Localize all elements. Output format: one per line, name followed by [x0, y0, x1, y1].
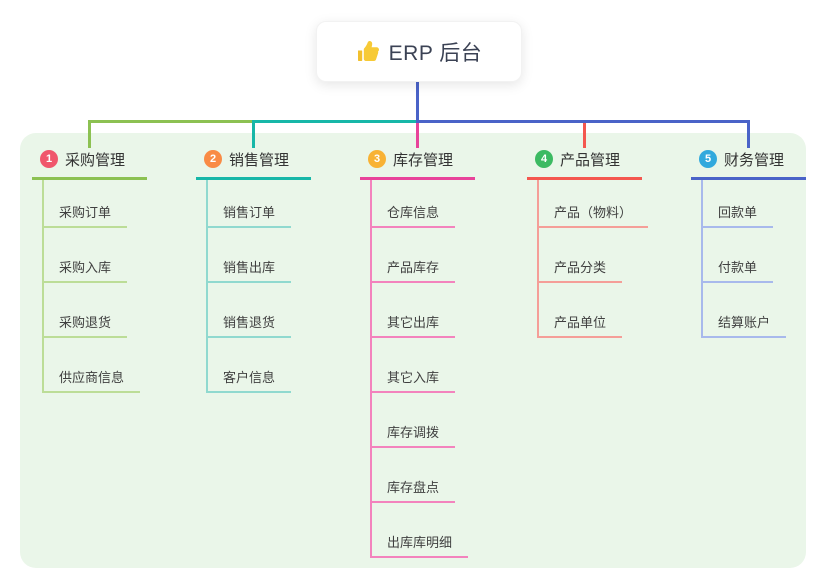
child-node[interactable]: 仓库信息: [370, 202, 456, 228]
trunk-line: [206, 180, 208, 393]
trunk-line: [370, 180, 372, 558]
number-badge-icon: 1: [40, 150, 58, 168]
branch-header[interactable]: 3 库存管理: [360, 148, 520, 170]
branch-underline: [691, 177, 806, 180]
branch-underline: [527, 177, 642, 180]
branch-node-1: 1 采购管理采购订单采购入库采购退货供应商信息: [32, 148, 192, 393]
child-node[interactable]: 其它出库: [370, 312, 456, 338]
branch-header[interactable]: 4 产品管理: [527, 148, 687, 170]
child-node[interactable]: 销售退货: [206, 312, 292, 338]
child-node[interactable]: 回款单: [701, 202, 774, 228]
branch-node-3: 3 库存管理仓库信息产品库存其它出库其它入库库存调拨库存盘点出库库明细: [360, 148, 520, 558]
child-node[interactable]: 采购入库: [42, 257, 128, 283]
branch-node-5: 5 财务管理回款单付款单结算账户: [691, 148, 839, 338]
child-node[interactable]: 库存盘点: [370, 477, 456, 503]
child-node[interactable]: 供应商信息: [42, 367, 141, 393]
child-node[interactable]: 结算账户: [701, 312, 787, 338]
child-node[interactable]: 产品（物料）: [537, 202, 649, 228]
branch-underline: [32, 177, 147, 180]
branch-header[interactable]: 1 采购管理: [32, 148, 192, 170]
bus-segment-left: [88, 120, 252, 123]
branch-label: 库存管理: [393, 151, 454, 169]
number-badge-icon: 2: [204, 150, 222, 168]
child-node[interactable]: 采购订单: [42, 202, 128, 228]
bus-segment-right: [416, 120, 750, 123]
branch-label: 采购管理: [65, 151, 126, 169]
root-connector-line: [416, 82, 419, 120]
trunk-line: [42, 180, 44, 393]
child-node[interactable]: 出库库明细: [370, 532, 469, 558]
branch-header[interactable]: 2 销售管理: [196, 148, 356, 170]
branch-drop-line: [747, 123, 750, 148]
bus-segment-middle: [252, 120, 416, 123]
branch-label: 销售管理: [229, 151, 290, 169]
branch-drop-line: [416, 123, 419, 148]
child-node[interactable]: 付款单: [701, 257, 774, 283]
branch-underline: [360, 177, 475, 180]
number-badge-icon: 3: [368, 150, 386, 168]
number-badge-icon: 4: [535, 150, 553, 168]
branch-node-4: 4 产品管理产品（物料） 产品分类产品单位: [527, 148, 687, 338]
child-node[interactable]: 产品分类: [537, 257, 623, 283]
child-node[interactable]: 其它入库: [370, 367, 456, 393]
child-node[interactable]: 产品库存: [370, 257, 456, 283]
child-node[interactable]: 销售订单: [206, 202, 292, 228]
child-node[interactable]: 库存调拨: [370, 422, 456, 448]
trunk-line: [701, 180, 703, 338]
branch-drop-line: [252, 123, 255, 148]
branch-node-2: 2 销售管理销售订单销售出库销售退货客户信息: [196, 148, 356, 393]
trunk-line: [537, 180, 539, 338]
child-node[interactable]: 采购退货: [42, 312, 128, 338]
mindmap-panel: [20, 133, 806, 568]
branch-label: 产品管理: [560, 151, 621, 169]
root-title: ERP 后台: [388, 41, 483, 65]
branch-drop-line: [88, 123, 91, 148]
branch-underline: [196, 177, 311, 180]
branch-drop-line: [583, 123, 586, 148]
thumbs-up-icon: [356, 40, 380, 64]
child-node[interactable]: 销售出库: [206, 257, 292, 283]
number-badge-icon: 5: [699, 150, 717, 168]
branch-header[interactable]: 5 财务管理: [691, 148, 839, 170]
child-node[interactable]: 产品单位: [537, 312, 623, 338]
branch-label: 财务管理: [724, 151, 785, 169]
child-node[interactable]: 客户信息: [206, 367, 292, 393]
root-node[interactable]: ERP 后台: [316, 21, 522, 82]
